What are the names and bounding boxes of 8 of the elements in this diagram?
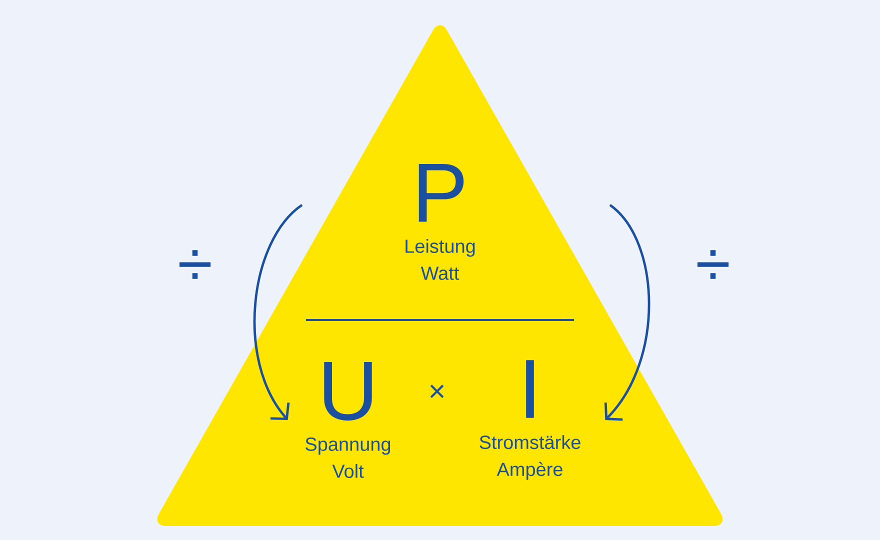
quantity-label: U Spannung Volt: [306, 362, 390, 478]
quantity-label: P Leistung Watt: [406, 164, 475, 280]
times-sign: ×: [430, 384, 444, 398]
divide-sign: ÷: [697, 250, 729, 279]
quantity-label: I Stromstärke Ampère: [480, 360, 580, 480]
divide-sign: ÷: [179, 250, 211, 279]
curved-arrow: [604, 204, 650, 421]
curved-arrow: [253, 204, 303, 420]
